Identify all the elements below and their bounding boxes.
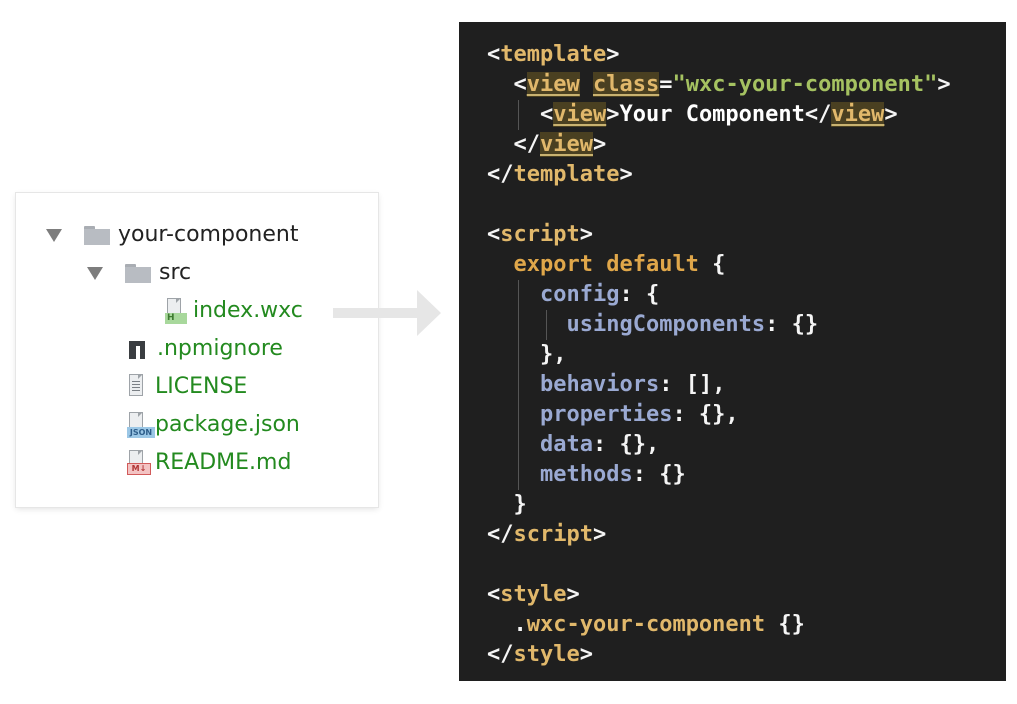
tree-item-readme[interactable]: M↓ README.md bbox=[127, 444, 291, 482]
markdown-file-icon: M↓ bbox=[127, 450, 151, 476]
tree-item-index-wxc[interactable]: H index.wxc bbox=[165, 292, 303, 330]
indent-guide bbox=[518, 370, 519, 400]
html-file-icon: H bbox=[165, 298, 187, 324]
tree-item-src[interactable]: src bbox=[87, 254, 191, 292]
code-line: <style> bbox=[487, 582, 580, 607]
code-line: } bbox=[513, 492, 527, 517]
code-line: usingComponents: {} bbox=[459, 310, 1006, 340]
code-line: <view class="wxc-your-component"> bbox=[513, 72, 951, 97]
indent-guide bbox=[518, 280, 519, 310]
right-arrow-icon bbox=[333, 290, 441, 336]
code-line: config: { bbox=[459, 280, 1006, 310]
code-line: </template> bbox=[487, 162, 633, 187]
json-file-icon: JSON bbox=[127, 412, 155, 438]
code-editor[interactable]: <template> <view class="wxc-your-compone… bbox=[459, 22, 1006, 681]
code-line: <template> bbox=[487, 42, 620, 67]
code-line: properties: {}, bbox=[459, 400, 1006, 430]
tree-item-label: src bbox=[159, 260, 192, 285]
highlighted-tag: view bbox=[526, 72, 580, 97]
tree-item-your-component[interactable]: your-component bbox=[46, 216, 298, 254]
expand-arrow-icon[interactable] bbox=[87, 266, 103, 280]
text-file-icon bbox=[127, 374, 149, 400]
folder-icon bbox=[125, 263, 151, 283]
indent-guide bbox=[518, 100, 519, 130]
highlighted-tag: view bbox=[553, 102, 607, 127]
npm-icon bbox=[127, 338, 149, 360]
code-line: </script> bbox=[487, 522, 607, 547]
project-file-tree: your-component src H index.wxc .npmignor… bbox=[16, 193, 378, 507]
code-line: <view>Your Component</view> bbox=[459, 100, 1006, 130]
code-line: }, bbox=[459, 340, 1006, 370]
code-line-blank bbox=[459, 190, 1006, 220]
tree-item-label: LICENSE bbox=[155, 374, 248, 399]
indent-guide bbox=[518, 430, 519, 460]
code-line: </style> bbox=[487, 642, 593, 667]
tree-item-license[interactable]: LICENSE bbox=[127, 368, 247, 406]
tree-item-label: .npmignore bbox=[157, 336, 283, 361]
code-line: behaviors: [], bbox=[459, 370, 1006, 400]
tree-item-label: index.wxc bbox=[193, 298, 303, 323]
code-line: <script> bbox=[487, 222, 593, 247]
code-line: methods: {} bbox=[459, 460, 1006, 490]
tree-item-label: package.json bbox=[155, 412, 300, 437]
tree-item-label: your-component bbox=[118, 222, 299, 247]
highlighted-attr: class bbox=[592, 72, 660, 97]
expand-arrow-icon[interactable] bbox=[46, 228, 62, 242]
indent-guide bbox=[518, 460, 519, 490]
highlighted-tag: view bbox=[540, 132, 593, 157]
highlighted-tag: view bbox=[831, 102, 885, 127]
code-line-blank bbox=[459, 550, 1006, 580]
tree-item-label: README.md bbox=[155, 450, 292, 475]
indent-guide bbox=[518, 340, 519, 370]
code-line: </view> bbox=[513, 132, 607, 157]
indent-guide bbox=[518, 400, 519, 430]
code-line: export default { bbox=[513, 252, 726, 277]
indent-guide bbox=[546, 310, 547, 340]
code-line: data: {}, bbox=[459, 430, 1006, 460]
indent-guide bbox=[518, 310, 519, 340]
tree-item-npmignore[interactable]: .npmignore bbox=[127, 330, 283, 368]
folder-icon bbox=[84, 225, 110, 245]
code-line: .wxc-your-component {} bbox=[513, 612, 805, 637]
tree-item-package-json[interactable]: JSON package.json bbox=[127, 406, 300, 444]
